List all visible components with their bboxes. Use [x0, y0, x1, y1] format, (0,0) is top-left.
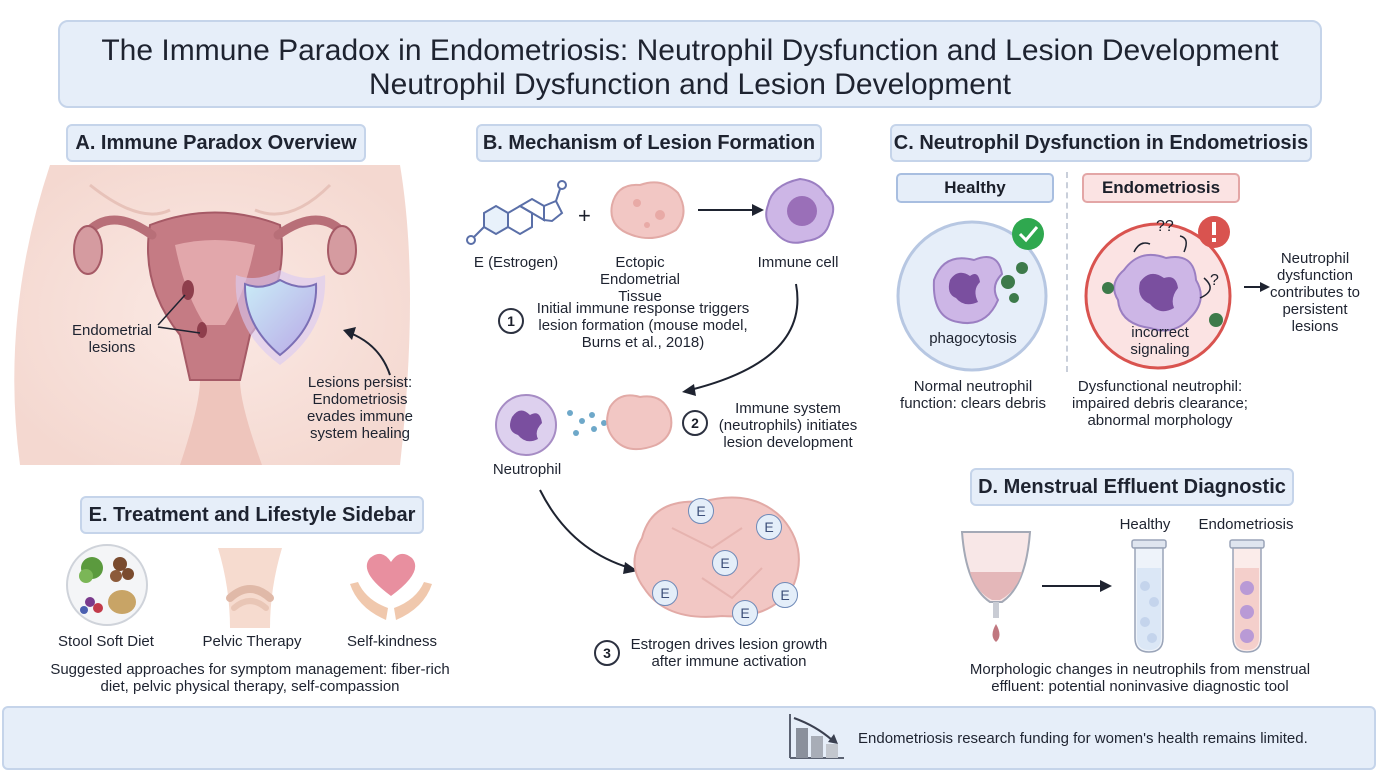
- self-kindness-icon: [350, 553, 432, 620]
- estrogen-molecule: [466, 180, 567, 245]
- ectopic-tissue-label: Ectopic Endometrial Tissue: [599, 254, 681, 305]
- estrogen-marker: E: [712, 550, 738, 576]
- lesions-persist-label: Lesions persist: Endometriosis evades im…: [307, 374, 413, 442]
- immune-cell-label: Immune cell: [757, 254, 839, 271]
- arrow-to-conclusion: [1244, 282, 1270, 292]
- section-a-heading: A. Immune Paradox Overview: [66, 124, 366, 162]
- step-1-text: Initial immune response triggers lesion …: [536, 300, 750, 351]
- healthy-neutrophil-illustration: [896, 218, 1048, 372]
- title-line-2: Neutrophil Dysfunction and Lesion Develo…: [368, 68, 1012, 101]
- neutrophil-to-tissue-icon: [495, 394, 673, 456]
- estrogen-marker: E: [772, 582, 798, 608]
- tube-endometriosis-label: Endometriosis: [1198, 516, 1294, 533]
- ectopic-tissue-icon: [610, 181, 685, 240]
- treatment-description: Suggested approaches for symptom managem…: [50, 661, 450, 695]
- self-kindness-label: Self-kindness: [346, 633, 438, 650]
- healthy-description: Normal neutrophil function: clears debri…: [900, 378, 1046, 412]
- step-3-marker: 3: [594, 640, 620, 666]
- endometriosis-test-tube: [1229, 539, 1265, 653]
- estrogen-marker: E: [652, 580, 678, 606]
- section-c-heading: C. Neutrophil Dysfunction in Endometrios…: [890, 124, 1312, 162]
- section-b-heading: B. Mechanism of Lesion Formation: [476, 124, 822, 162]
- dysfunctional-neutrophil-illustration: [1084, 216, 1232, 370]
- pelvic-therapy-label: Pelvic Therapy: [202, 633, 302, 650]
- footer-banner: [2, 706, 1376, 770]
- arrow-to-tubes: [1042, 580, 1112, 592]
- endometrial-lesions-label: Endometrial lesions: [71, 322, 153, 356]
- pelvic-therapy-icon: [218, 548, 282, 628]
- step-2-text: Immune system (neutrophils) initiates le…: [718, 400, 858, 451]
- uterus-illustration: [14, 165, 411, 465]
- arrow-to-immune-cell: [698, 204, 764, 216]
- declining-funding-chart-icon: [789, 714, 844, 759]
- neutrophil-label: Neutrophil: [492, 461, 562, 478]
- diet-label: Stool Soft Diet: [58, 633, 154, 650]
- healthy-test-tube: [1131, 539, 1167, 653]
- diet-plate-icon: [66, 544, 148, 626]
- step-1-marker: 1: [498, 308, 524, 334]
- tube-healthy-label: Healthy: [1119, 516, 1171, 533]
- title-line-1: The Immune Paradox in Endometriosis: Neu…: [101, 34, 1279, 67]
- question-marks: ??: [1156, 218, 1174, 235]
- endometriosis-description: Dysfunctional neutrophil: impaired debri…: [1072, 378, 1248, 429]
- title-banner: The Immune Paradox in Endometriosis: Neu…: [58, 20, 1322, 108]
- plus-sign: +: [578, 203, 591, 228]
- endometriosis-heading: Endometriosis: [1082, 173, 1240, 203]
- footer-text: Endometriosis research funding for women…: [858, 730, 1308, 747]
- incorrect-signaling-label: incorrect signaling: [1130, 324, 1190, 358]
- menstrual-cup-icon: [960, 531, 1032, 642]
- healthy-heading: Healthy: [896, 173, 1054, 203]
- divider: [1066, 172, 1068, 372]
- question-mark: ?: [1210, 272, 1219, 289]
- step-3-text: Estrogen drives lesion growth after immu…: [630, 636, 828, 670]
- section-d-heading: D. Menstrual Effluent Diagnostic: [970, 468, 1294, 506]
- dysfunction-conclusion: Neutrophil dysfunction contributes to pe…: [1269, 250, 1361, 335]
- mechanism-arrows: [539, 283, 799, 574]
- section-e-heading: E. Treatment and Lifestyle Sidebar: [80, 496, 424, 534]
- immune-cell-icon: [765, 177, 835, 244]
- diagnostic-description: Morphologic changes in neutrophils from …: [969, 661, 1311, 695]
- estrogen-marker: E: [688, 498, 714, 524]
- estrogen-marker: E: [756, 514, 782, 540]
- step-2-marker: 2: [682, 410, 708, 436]
- estrogen-label: E (Estrogen): [473, 254, 559, 271]
- estrogen-marker: E: [732, 600, 758, 626]
- phagocytosis-label: phagocytosis: [929, 330, 1017, 347]
